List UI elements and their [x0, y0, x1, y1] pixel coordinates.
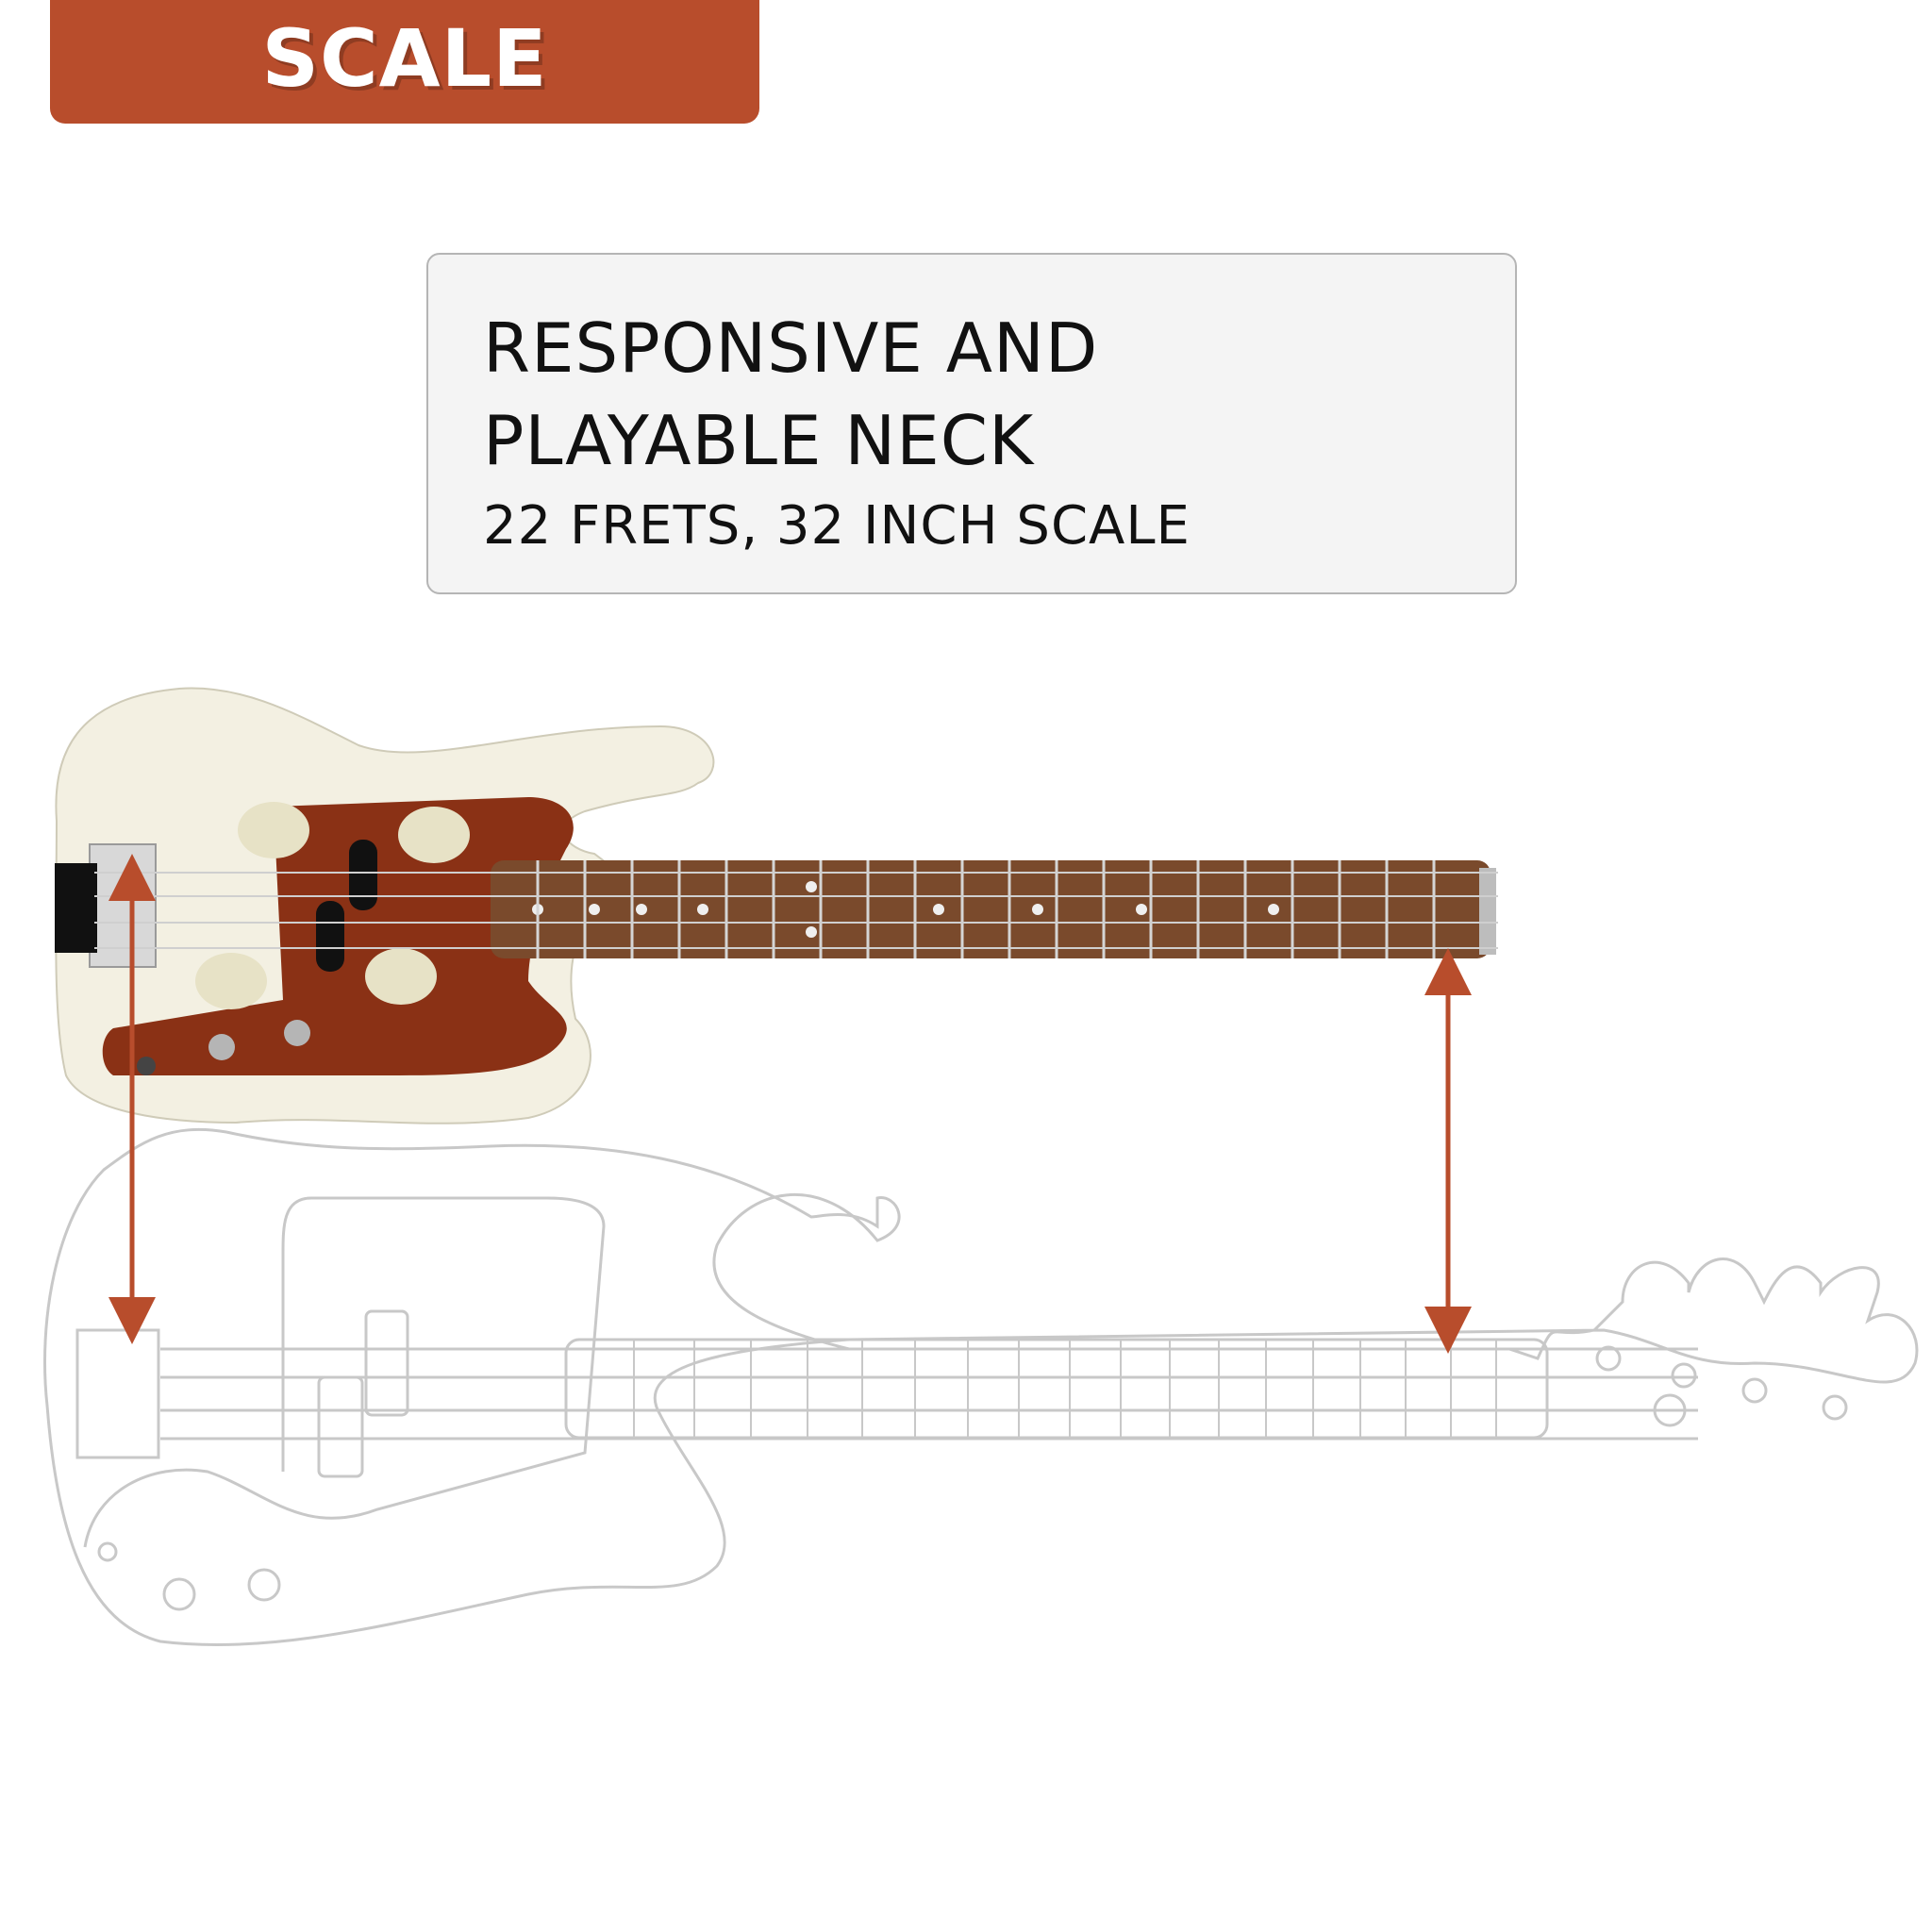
full-size-bass-outline-icon: [43, 1127, 1919, 1647]
scale-length-arrow-icon: [108, 854, 1472, 1354]
feature-specs: 22 FRETS, 32 INCH SCALE: [483, 495, 1191, 557]
bass-comparison-illustration: [43, 687, 1919, 1647]
headline-line-1: RESPONSIVE AND: [483, 308, 1099, 388]
scale-tab: SCALE: [50, 0, 759, 124]
headline-line-2: PLAYABLE NECK: [483, 401, 1035, 480]
scale-tab-label: SCALE: [261, 12, 548, 105]
bass-guitar-photo-icon: [55, 687, 1498, 1124]
feature-headline: RESPONSIVE AND PLAYABLE NECK: [483, 302, 1515, 487]
feature-info-box: RESPONSIVE AND PLAYABLE NECK 22 FRETS, 3…: [426, 253, 1517, 594]
